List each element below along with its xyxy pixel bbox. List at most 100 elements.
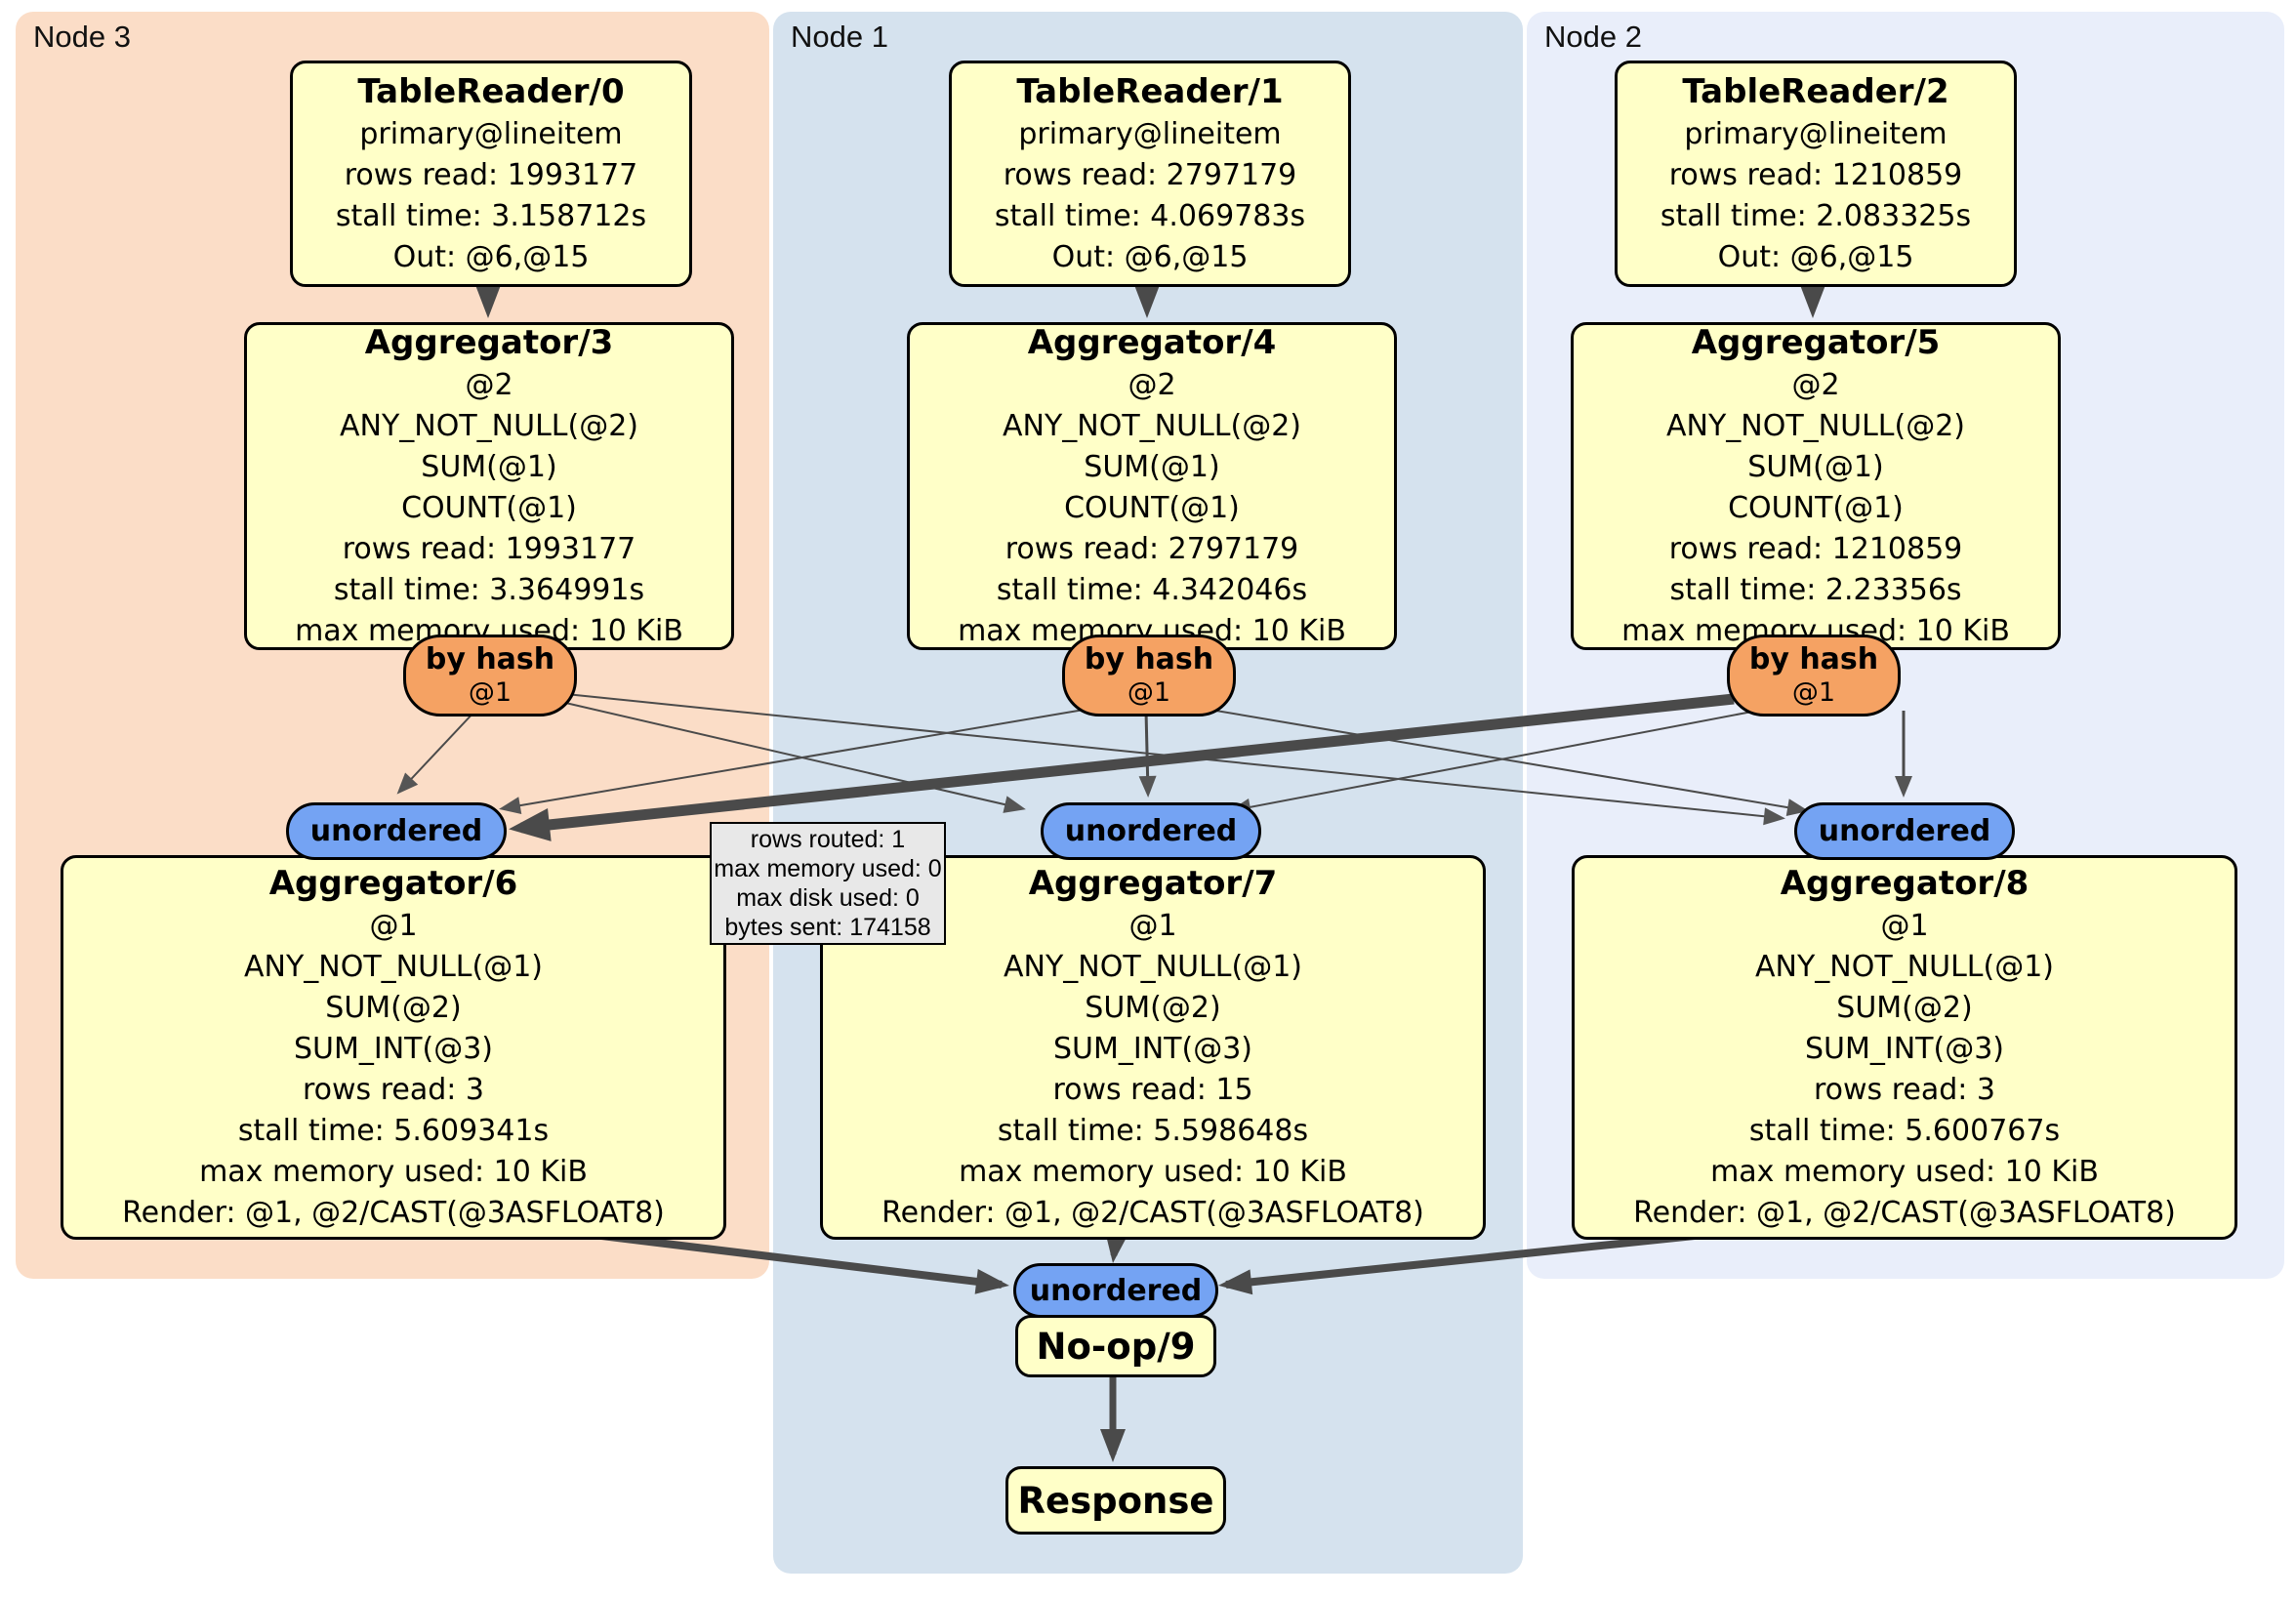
box-line: stall time: 3.364991s	[333, 573, 645, 607]
box-line: Out: @6,@15	[392, 240, 590, 274]
box-line: rows read: 1210859	[1668, 158, 1963, 192]
box-line: rows read: 3	[302, 1073, 485, 1107]
aggregator-5[interactable]: Aggregator/5 @2 ANY_NOT_NULL(@2) SUM(@1)…	[1571, 322, 2061, 650]
router-by-hash-4[interactable]: by hash @1	[1062, 635, 1236, 717]
box-line: stall time: 5.609341s	[237, 1114, 550, 1148]
box-line: SUM_INT(@3)	[294, 1032, 493, 1066]
box-line: rows read: 2797179	[1003, 158, 1297, 192]
box-line: rows read: 15	[1052, 1073, 1253, 1107]
router-by-hash-5[interactable]: by hash @1	[1727, 635, 1901, 717]
sync-unordered-final[interactable]: unordered	[1013, 1263, 1218, 1318]
node-region-label: Node 3	[33, 20, 131, 54]
aggregator-8[interactable]: Aggregator/8 @1 ANY_NOT_NULL(@1) SUM(@2)…	[1572, 855, 2237, 1240]
box-line: ANY_NOT_NULL(@2)	[340, 409, 638, 443]
box-line: SUM(@2)	[1085, 991, 1221, 1025]
box-line: primary@lineitem	[1018, 117, 1282, 151]
aggregator-4[interactable]: Aggregator/4 @2 ANY_NOT_NULL(@2) SUM(@1)…	[907, 322, 1397, 650]
box-line: SUM_INT(@3)	[1053, 1032, 1252, 1066]
noop-box[interactable]: No-op/9	[1015, 1315, 1216, 1377]
box-line: ANY_NOT_NULL(@2)	[1666, 409, 1965, 443]
tooltip-line: max memory used: 0	[714, 855, 942, 882]
box-title: TableReader/0	[357, 72, 625, 111]
edge-router3-sync-mid[interactable]	[548, 698, 1026, 813]
response-box[interactable]: Response	[1005, 1466, 1226, 1535]
edge-router5-sync-mid[interactable]	[1229, 710, 1758, 816]
router-label: by hash	[1084, 642, 1214, 676]
box-line: primary@lineitem	[1684, 117, 1948, 151]
tablereader-2[interactable]: TableReader/2 primary@lineitem rows read…	[1615, 61, 2017, 287]
edge-router4-sync-right[interactable]	[1192, 706, 1809, 817]
edge-router3-sync-left[interactable]	[396, 710, 476, 795]
box-line: stall time: 2.23356s	[1669, 573, 1962, 607]
box-title: Aggregator/7	[1028, 864, 1278, 903]
box-line: COUNT(@1)	[1728, 491, 1904, 525]
box-line: Render: @1, @2/CAST(@3ASFLOAT8)	[122, 1196, 665, 1230]
edge-router4-sync-left[interactable]	[499, 706, 1102, 815]
tooltip-line: max disk used: 0	[736, 884, 920, 912]
tooltip-line: bytes sent: 174158	[724, 914, 931, 941]
edge-agg6-sync-final[interactable]	[560, 1227, 1009, 1294]
router-column: @1	[1127, 677, 1171, 708]
box-line: Out: @6,@15	[1717, 240, 1914, 274]
box-line: rows read: 2797179	[1004, 532, 1299, 566]
box-title: Aggregator/8	[1780, 864, 2030, 903]
box-line: @2	[1791, 368, 1840, 402]
sync-label: unordered	[309, 814, 483, 848]
router-label: by hash	[1748, 642, 1879, 676]
box-line: rows read: 3	[1813, 1073, 1996, 1107]
box-title: No-op/9	[1036, 1325, 1196, 1368]
edge-router5-sync-left-heavy[interactable]	[509, 693, 1735, 841]
box-line: Render: @1, @2/CAST(@3ASFLOAT8)	[1633, 1196, 2176, 1230]
box-line: @1	[1880, 909, 1929, 943]
tablereader-1[interactable]: TableReader/1 primary@lineitem rows read…	[949, 61, 1351, 287]
box-line: @1	[1128, 909, 1177, 943]
box-line: rows read: 1993177	[342, 532, 636, 566]
box-line: SUM(@1)	[1084, 450, 1220, 484]
box-line: stall time: 5.600767s	[1748, 1114, 2061, 1148]
box-title: Aggregator/5	[1691, 323, 1941, 362]
box-line: rows read: 1993177	[344, 158, 638, 192]
box-line: max memory used: 10 KiB	[1710, 1155, 2099, 1189]
box-line: rows read: 1210859	[1668, 532, 1963, 566]
box-line: max memory used: 10 KiB	[959, 1155, 1347, 1189]
box-line: ANY_NOT_NULL(@2)	[1003, 409, 1301, 443]
box-title: TableReader/1	[1016, 72, 1284, 111]
sync-label: unordered	[1029, 1273, 1203, 1308]
box-line: COUNT(@1)	[1064, 491, 1240, 525]
router-column: @1	[1791, 677, 1836, 708]
box-title: Aggregator/3	[364, 323, 614, 362]
router-column: @1	[468, 677, 512, 708]
box-line: stall time: 5.598648s	[997, 1114, 1309, 1148]
aggregator-3[interactable]: Aggregator/3 @2 ANY_NOT_NULL(@2) SUM(@1)…	[244, 322, 734, 650]
box-line: COUNT(@1)	[401, 491, 577, 525]
box-line: Render: @1, @2/CAST(@3ASFLOAT8)	[882, 1196, 1424, 1230]
sync-unordered-left[interactable]: unordered	[286, 802, 507, 860]
box-title: Aggregator/4	[1027, 323, 1277, 362]
box-line: ANY_NOT_NULL(@1)	[1004, 950, 1302, 984]
box-title: Response	[1017, 1479, 1214, 1522]
box-line: ANY_NOT_NULL(@1)	[244, 950, 543, 984]
box-line: max memory used: 10 KiB	[199, 1155, 588, 1189]
edge-tooltip: rows routed: 1 max memory used: 0 max di…	[710, 822, 946, 945]
router-by-hash-3[interactable]: by hash @1	[403, 635, 577, 717]
box-line: ANY_NOT_NULL(@1)	[1755, 950, 2054, 984]
sync-unordered-right[interactable]: unordered	[1794, 802, 2015, 860]
sync-unordered-mid[interactable]: unordered	[1041, 802, 1261, 860]
box-line: stall time: 2.083325s	[1660, 199, 1972, 233]
box-line: SUM(@1)	[421, 450, 557, 484]
box-line: SUM(@2)	[1836, 991, 1973, 1025]
edge-agg8-sync-final[interactable]	[1218, 1227, 1742, 1295]
tooltip-line: rows routed: 1	[750, 826, 906, 853]
router-label: by hash	[425, 642, 555, 676]
box-line: SUM_INT(@3)	[1805, 1032, 2004, 1066]
box-line: stall time: 3.158712s	[335, 199, 647, 233]
aggregator-6[interactable]: Aggregator/6 @1 ANY_NOT_NULL(@1) SUM(@2)…	[61, 855, 726, 1240]
box-line: @2	[465, 368, 513, 402]
box-line: SUM(@2)	[325, 991, 462, 1025]
edge-router4-sync-mid[interactable]	[1138, 710, 1157, 798]
node-region-label: Node 1	[791, 20, 888, 54]
tablereader-0[interactable]: TableReader/0 primary@lineitem rows read…	[290, 61, 692, 287]
box-line: SUM(@1)	[1747, 450, 1884, 484]
